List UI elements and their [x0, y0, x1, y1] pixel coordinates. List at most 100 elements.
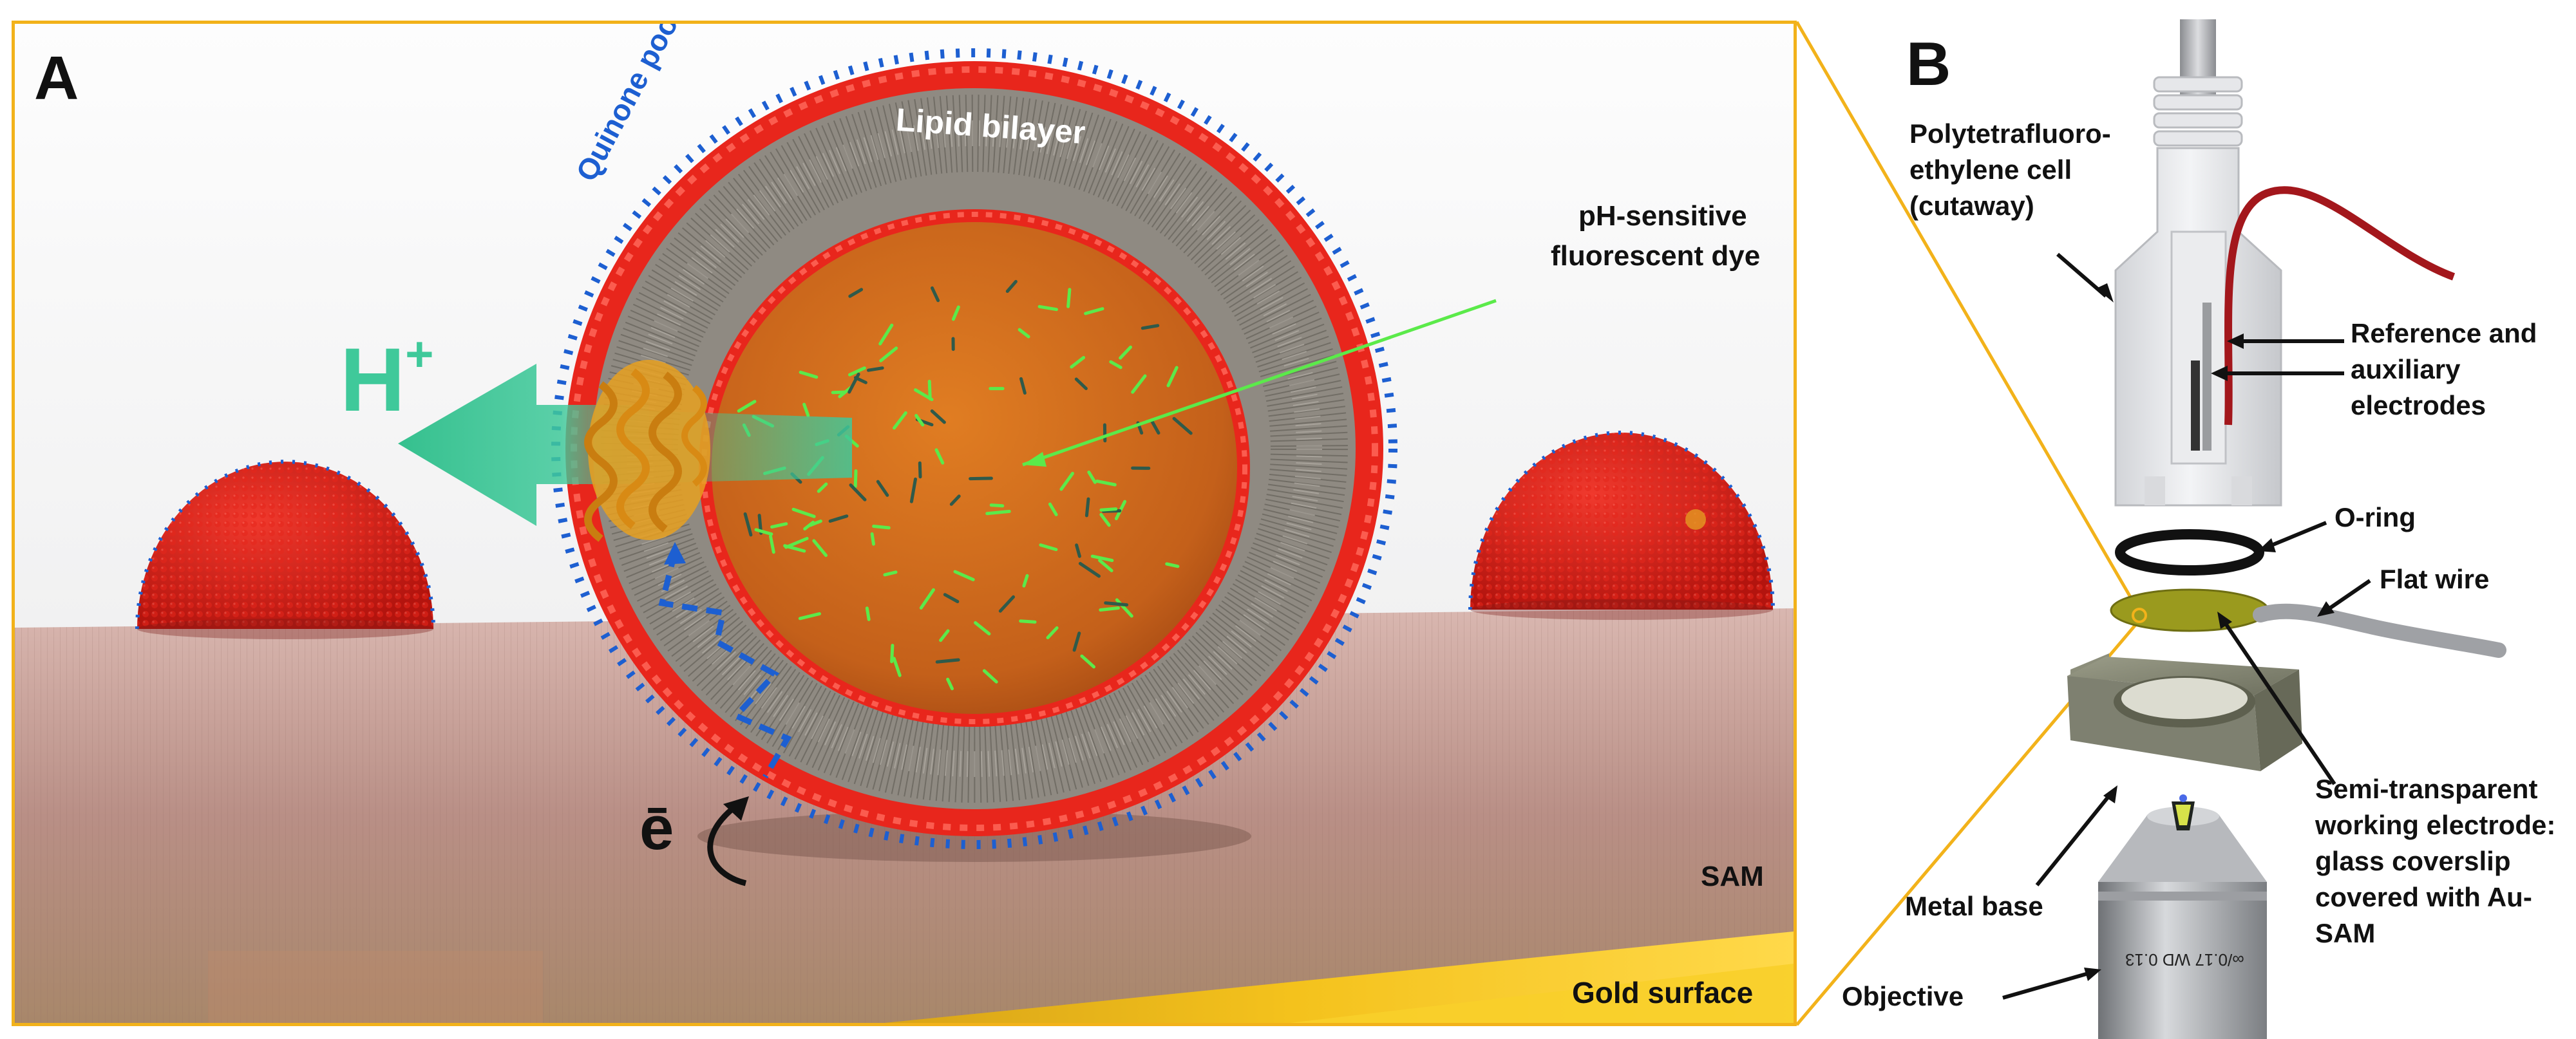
zoom-spot: [2132, 608, 2147, 623]
flat-wire-label: Flat wire: [2380, 564, 2490, 594]
dye-label-line2: fluorescent dye: [1551, 240, 1761, 272]
dye-molecule: [848, 366, 866, 377]
membrane-protein: [584, 360, 710, 542]
flat-wire: [2253, 603, 2506, 658]
dye-molecule: [953, 570, 975, 581]
dye-molecule: [812, 539, 828, 557]
dye-molecule: [1022, 574, 1029, 588]
objective-engraving: ∞/0.17 WD 0.13: [2125, 950, 2244, 969]
dye-molecule: [1104, 601, 1129, 607]
dye-molecule: [935, 658, 960, 664]
dye-molecule: [1119, 345, 1132, 360]
dye-molecule: [1074, 377, 1088, 390]
reference-wire: [2224, 186, 2456, 426]
dye-molecule: [870, 532, 875, 546]
dye-molecule: [865, 606, 871, 621]
dye-molecule: [783, 544, 806, 553]
dye-molecule: [946, 677, 954, 691]
dye-molecule: [1066, 288, 1072, 308]
ptfe-label-line2: ethylene cell: [1909, 154, 2072, 185]
dye-molecule: [769, 534, 775, 554]
dye-molecule: [867, 366, 884, 372]
dye-molecule: [1075, 543, 1081, 558]
objective: [2098, 794, 2267, 1039]
dye-molecule: [878, 323, 894, 346]
gold-surface-label: Gold surface: [1572, 976, 1754, 1009]
working-electrode-label-line5: SAM: [2315, 918, 2376, 948]
dye-molecule: [754, 528, 773, 536]
dye-molecule: [1072, 632, 1081, 652]
electron-label: ē: [639, 794, 674, 863]
reference-label-line1: Reference and: [2351, 318, 2537, 348]
dye-molecule: [1095, 479, 1117, 487]
dye-molecule: [927, 379, 932, 401]
dye-molecule: [1080, 654, 1095, 669]
dye-molecule: [1059, 471, 1074, 491]
dye-molecule: [934, 448, 945, 465]
dye-molecule: [802, 402, 810, 417]
dye-molecule: [1098, 559, 1113, 572]
dye-molecule: [872, 525, 891, 530]
ptfe-cell: [2114, 19, 2456, 507]
dye-molecule: [1087, 471, 1097, 484]
dye-molecule: [1039, 543, 1058, 552]
dye-molecule: [914, 414, 925, 427]
callout-arrowheads: [2084, 283, 2334, 981]
metal-base: [2067, 653, 2302, 771]
dye-molecule: [879, 346, 898, 362]
dye-molecule: [1084, 497, 1090, 518]
proton-label: H+: [340, 327, 434, 430]
quinone-fringe: [551, 48, 1397, 849]
dye-molecule: [828, 514, 849, 523]
dye-molecule: [1019, 377, 1027, 395]
reference-label-line2: auxiliary: [2351, 354, 2461, 384]
callout-arrows: [2002, 252, 2371, 1000]
panel-a-frame: A Quinone pool Lipid bilayer pH-sensitiv…: [12, 21, 1797, 1026]
dye-molecule: [1070, 356, 1086, 369]
dye-molecule: [1046, 626, 1059, 639]
dye-molecule: [883, 570, 898, 577]
objective-label: Objective: [1842, 981, 1964, 1011]
dye-molecule: [798, 612, 821, 621]
dye-molecule: [803, 520, 815, 531]
working-electrode-label-line1: Semi-transparent: [2315, 774, 2538, 804]
dye-molecule: [1090, 554, 1114, 563]
dye-molecule: [853, 469, 858, 488]
dye-molecule: [1150, 418, 1160, 435]
dye-molecule: [931, 286, 940, 303]
dye-molecule: [1037, 304, 1058, 312]
dye-molecule: [892, 657, 902, 677]
ptfe-label-line1: Polytetrafluoro-: [1909, 118, 2111, 149]
dye-molecule: [791, 507, 816, 518]
dye-molecule: [1109, 360, 1122, 370]
o-ring: [2115, 529, 2264, 576]
dye-molecule: [1078, 561, 1101, 578]
dye-molecule: [949, 494, 961, 506]
dye-molecule: [1019, 619, 1037, 624]
dye-molecule: [914, 388, 934, 402]
dye-molecule: [1099, 507, 1118, 512]
metal-base-label: Metal base: [1905, 891, 2043, 921]
dye-molecule: [770, 522, 788, 529]
dye-molecule: [737, 400, 757, 413]
dye-molecule: [982, 669, 998, 684]
objective-barrel: [2098, 882, 2267, 1039]
reference-label-line3: electrodes: [2351, 390, 2486, 420]
dye-molecule: [1099, 512, 1111, 527]
dye-molecule: [1165, 562, 1180, 568]
proton-charge: +: [405, 327, 434, 382]
dye-molecule: [969, 476, 993, 481]
panel-letter-b: B: [1906, 30, 1951, 98]
dye-molecule: [1141, 324, 1160, 330]
dye-pointer-line: [1022, 299, 1497, 467]
main-vesicle: [551, 48, 1397, 849]
electron-transfer-path: [658, 550, 792, 779]
vesicle-lumen: [712, 222, 1237, 714]
dye-molecule: [943, 593, 960, 603]
dye-molecule: [853, 376, 867, 384]
dye-molecule: [1048, 502, 1058, 516]
dye-molecule: [848, 288, 864, 298]
dye-molecule: [951, 305, 960, 321]
sam-label: SAM: [1701, 861, 1764, 892]
dye-molecule: [974, 621, 991, 636]
